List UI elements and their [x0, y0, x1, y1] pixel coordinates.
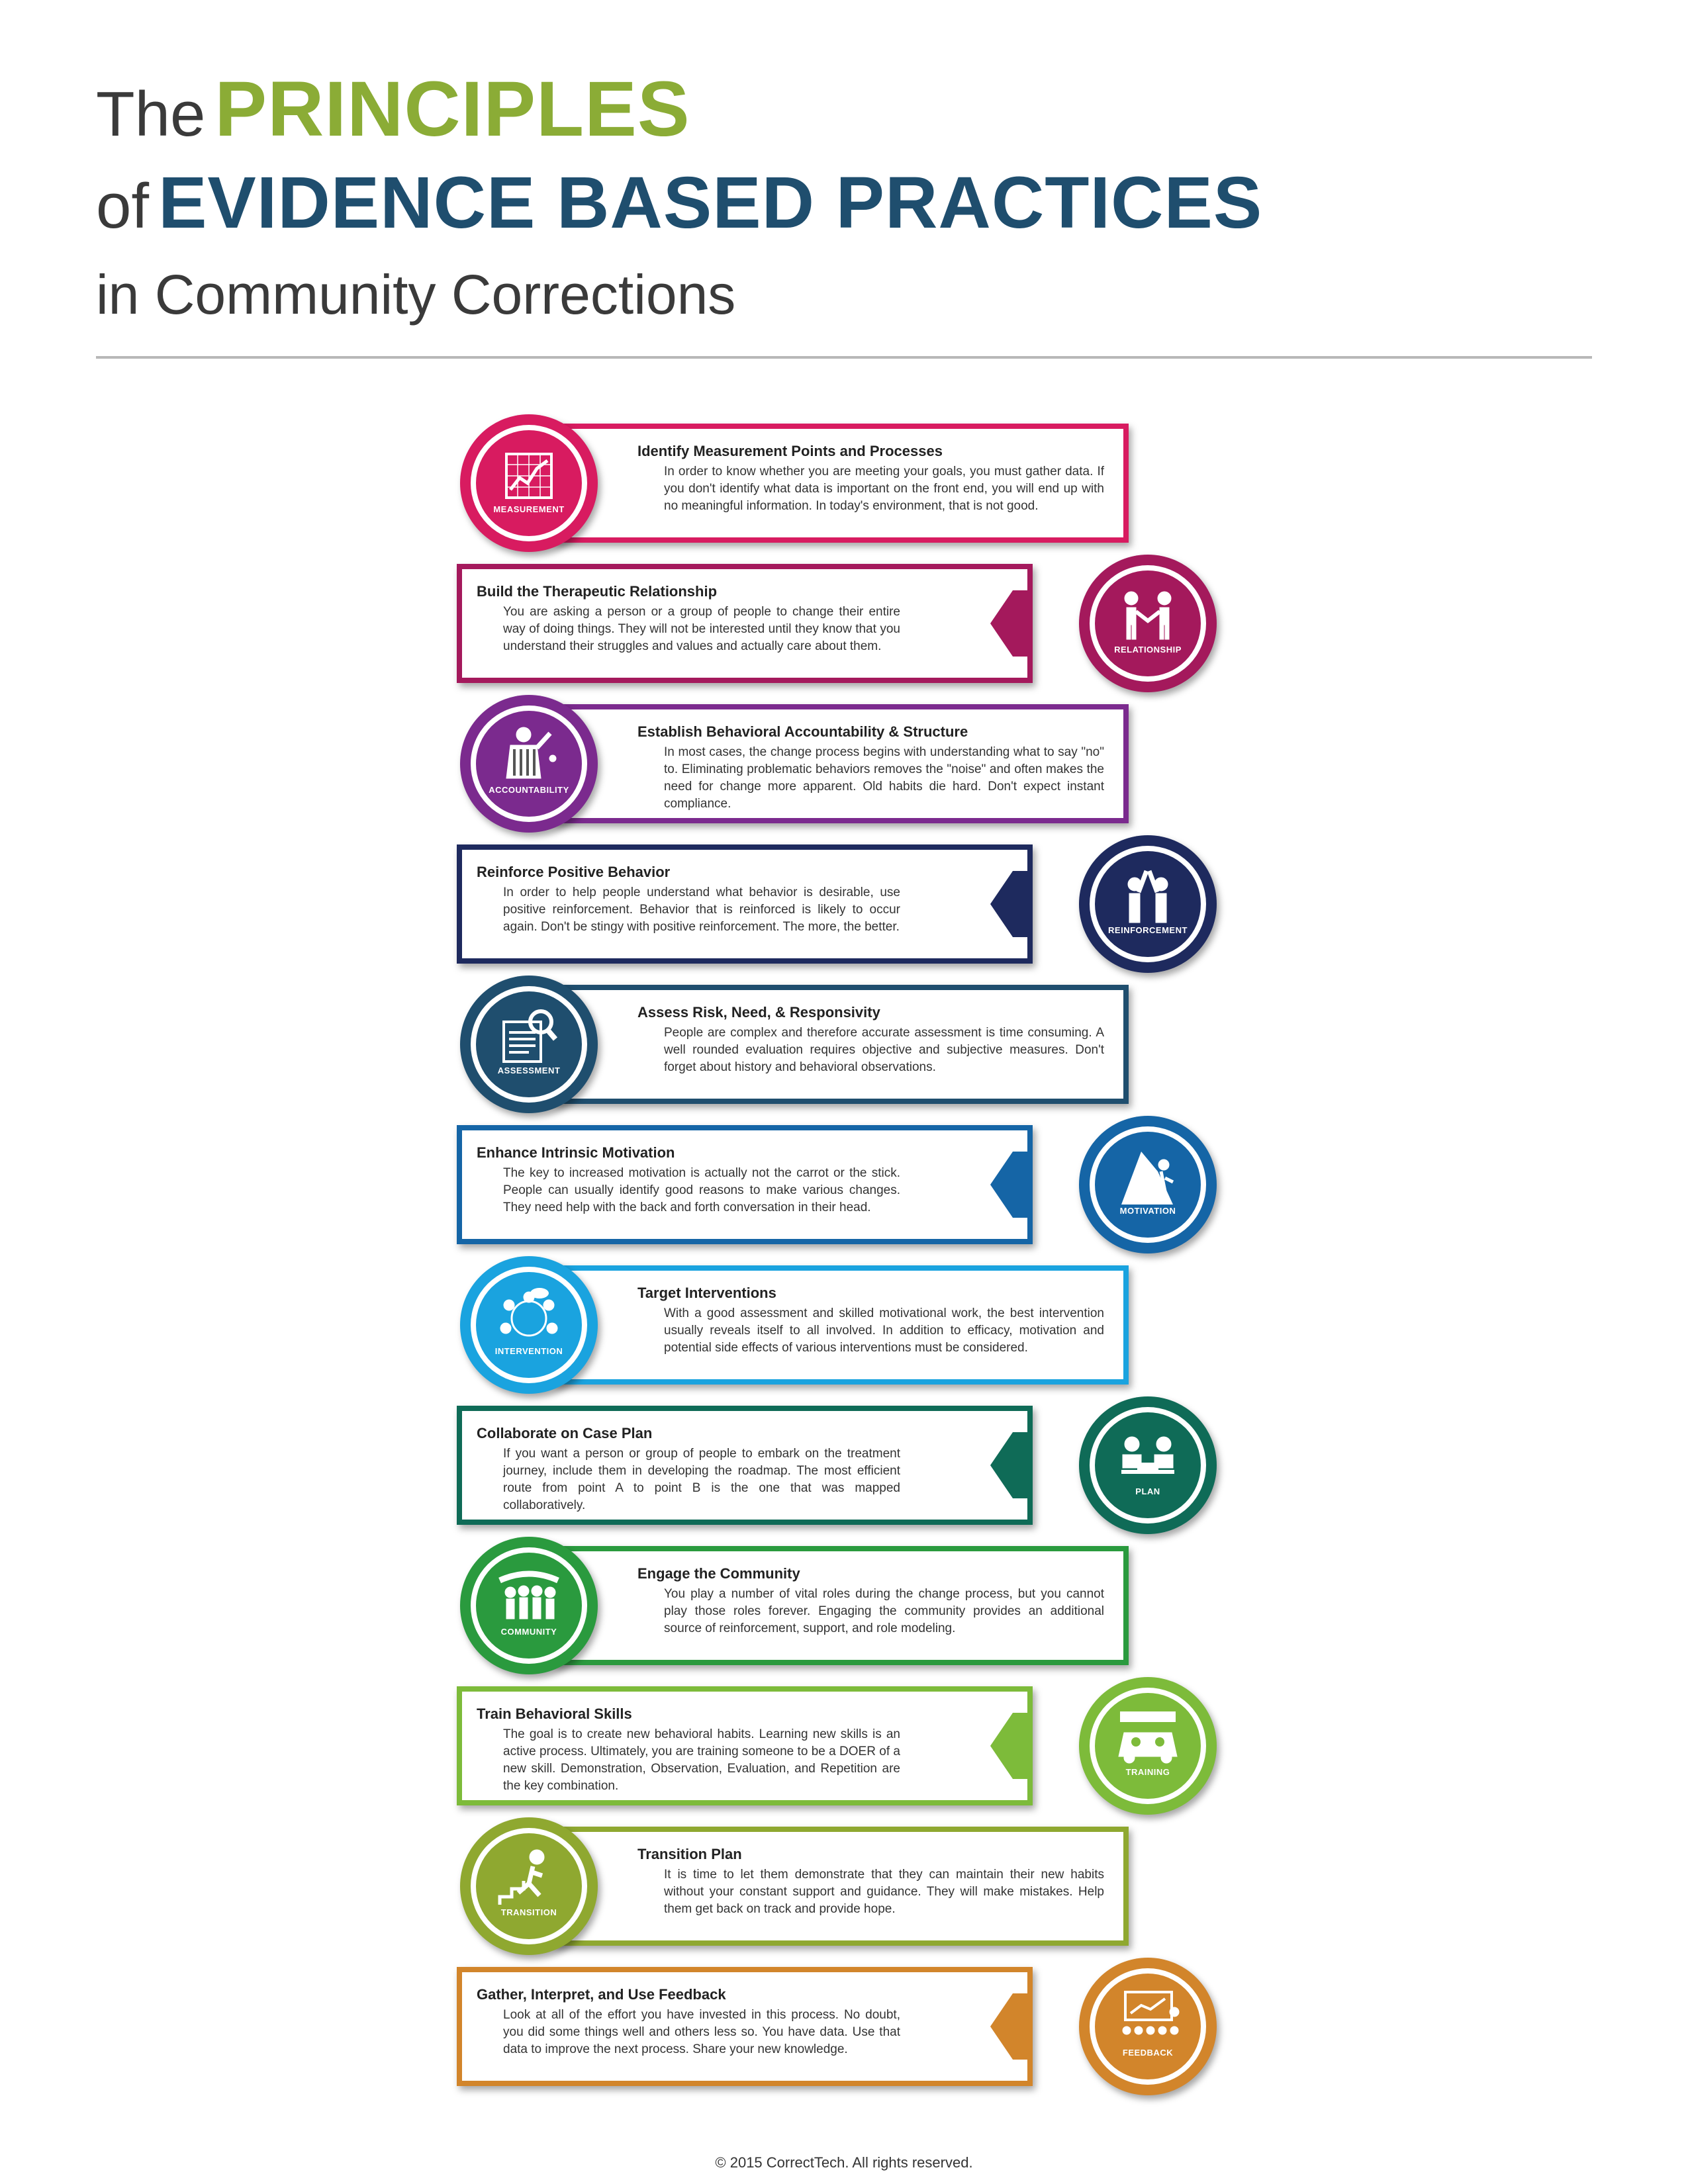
principle-badge: COMMUNITY — [460, 1537, 598, 1674]
badge-label: ASSESSMENT — [497, 1066, 561, 1075]
connector-arrow — [990, 590, 1027, 657]
badge-label: MEASUREMENT — [493, 504, 565, 514]
principle-badge: INTERVENTION — [460, 1256, 598, 1394]
principle-badge: ACCOUNTABILITY — [460, 695, 598, 833]
principle-badge: RELATIONSHIP — [1079, 555, 1217, 692]
title-the: The — [96, 79, 206, 150]
principle-body: You play a number of vital roles during … — [664, 1587, 1104, 1635]
principle-badge: TRAINING — [1079, 1677, 1217, 1815]
principle-heading: Transition Plan — [637, 1846, 742, 1862]
principle-heading: Establish Behavioral Accountability & St… — [637, 723, 968, 740]
connector-arrow — [990, 871, 1027, 937]
principle-badge: REINFORCEMENT — [1079, 835, 1217, 973]
principle-heading: Build the Therapeutic Relationship — [477, 583, 718, 600]
principle-body: It is time to let them demonstrate that … — [664, 1868, 1104, 1916]
title-divider — [96, 356, 1592, 359]
connector-arrow — [990, 1993, 1027, 2060]
principle-badge: FEEDBACK — [1079, 1958, 1217, 2095]
badge-label: REINFORCEMENT — [1108, 925, 1188, 935]
principle-step: Collaborate on Case Plan If you want a pe… — [0, 1396, 1688, 1534]
title-ebp: EVIDENCE BASED PRACTICES — [158, 162, 1263, 244]
principle-heading: Identify Measurement Points and Processe… — [637, 443, 943, 459]
principle-body: The goal is to create new behavioral hab… — [503, 1727, 900, 1793]
principle-step: Establish Behavioral Accountability & St… — [0, 695, 1688, 833]
principle-body: In most cases, the change process begins… — [664, 745, 1104, 811]
badge-label: MOTIVATION — [1119, 1206, 1176, 1216]
principle-badge: MEASUREMENT — [460, 414, 598, 552]
badge-label: TRANSITION — [500, 1907, 557, 1917]
principle-step: Identify Measurement Points and Processe… — [0, 414, 1688, 552]
principle-card: Collaborate on Case Plan If you want a pe… — [457, 1406, 1033, 1525]
principle-body: With a good assessment and skilled motiv… — [664, 1306, 1104, 1355]
badge-label: FEEDBACK — [1122, 2048, 1174, 2058]
connector-arrow — [990, 1152, 1027, 1218]
principle-badge: MOTIVATION — [1079, 1116, 1217, 1253]
badge-label: TRAINING — [1125, 1767, 1170, 1777]
principle-body: People are complex and therefore accurat… — [664, 1026, 1104, 1074]
principle-body: Look at all of the effort you have inves… — [503, 2008, 900, 2056]
badge-label: INTERVENTION — [494, 1346, 563, 1356]
principle-heading: Collaborate on Case Plan — [477, 1425, 653, 1441]
principle-body: The key to increased motivation is actua… — [503, 1166, 900, 1214]
principle-heading: Enhance Intrinsic Motivation — [477, 1144, 675, 1161]
principle-step: Transition Plan It is time to let them de… — [0, 1817, 1688, 1955]
connector-arrow — [990, 1432, 1027, 1498]
principle-heading: Assess Risk, Need, & Responsivity — [637, 1004, 880, 1021]
principle-card: Identify Measurement Points and Processe… — [553, 424, 1129, 543]
badge-label: RELATIONSHIP — [1114, 645, 1182, 655]
badge-label: ACCOUNTABILITY — [489, 785, 569, 795]
subtitle: in Community Corrections — [96, 263, 736, 326]
principle-badge: TRANSITION — [460, 1817, 598, 1955]
copyright: © 2015 CorrectTech. All rights reserved. — [715, 2154, 973, 2171]
principle-heading: Reinforce Positive Behavior — [477, 864, 671, 880]
principle-body: You are asking a person or a group of pe… — [503, 605, 900, 653]
principle-card: Reinforce Positive Behavior In order to h… — [457, 844, 1033, 964]
badge-label: PLAN — [1135, 1486, 1160, 1496]
principle-heading: Train Behavioral Skills — [477, 1706, 632, 1722]
principle-step: Reinforce Positive Behavior In order to h… — [0, 835, 1688, 973]
principle-badge: ASSESSMENT — [460, 976, 598, 1113]
principle-card: Transition Plan It is time to let them de… — [553, 1827, 1129, 1946]
principle-heading: Gather, Interpret, and Use Feedback — [477, 1986, 726, 2003]
title-principles: PRINCIPLES — [214, 66, 690, 153]
badge-label: COMMUNITY — [500, 1627, 557, 1637]
principle-body: In order to help people understand what … — [503, 886, 900, 934]
principle-heading: Engage the Community — [637, 1565, 800, 1582]
principle-badge: PLAN — [1079, 1396, 1217, 1534]
title-of: of — [96, 171, 150, 242]
principle-card: Establish Behavioral Accountability & St… — [553, 704, 1129, 823]
principle-heading: Target Interventions — [637, 1285, 776, 1301]
connector-arrow — [990, 1713, 1027, 1779]
principle-body: If you want a person or group of people … — [503, 1447, 900, 1512]
principle-body: In order to know whether you are meeting… — [664, 465, 1104, 513]
